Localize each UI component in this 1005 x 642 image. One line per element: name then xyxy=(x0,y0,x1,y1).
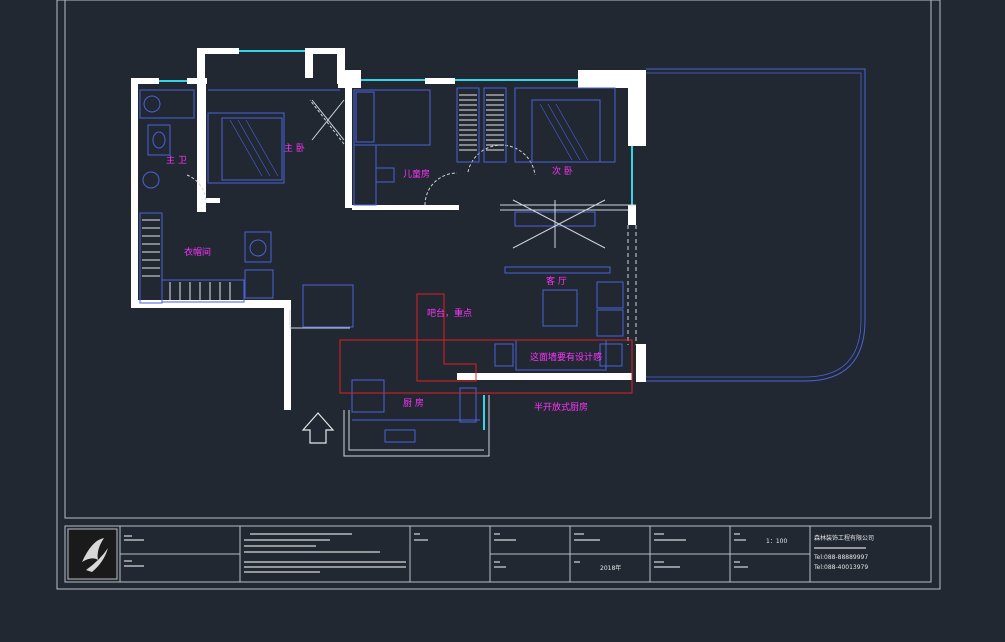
room-label-second-bedroom: 次 卧 xyxy=(552,165,573,177)
annotation-open-kitchen: 半开放式厨房 xyxy=(534,401,588,413)
annotation-bar-focus: 吧台，重点 xyxy=(427,307,472,319)
room-label-kitchen: 厨 房 xyxy=(403,397,424,409)
furniture xyxy=(139,87,624,443)
inner-frame xyxy=(64,0,932,519)
title-block-date: 2018年 xyxy=(600,564,621,572)
title-block-scale: 1：100 xyxy=(766,538,787,545)
annotation-wall-design: 这面墙要有设计感 xyxy=(530,351,602,363)
title-block-company: 森林装饰工程有限公司 xyxy=(814,534,874,542)
room-label-kids-room: 儿童房 xyxy=(403,168,430,180)
room-label-closet: 衣帽间 xyxy=(184,246,211,258)
wardrobe-hatch xyxy=(142,94,504,300)
title-block-phone-1: Tel:088-88889997 xyxy=(813,554,868,561)
outer-frame xyxy=(56,0,941,590)
title-block-phone-2: Tel:088-40013979 xyxy=(813,564,868,571)
title-block: 1：100 2018年 森林装饰工程有限公司 Tel:088-88889997 … xyxy=(64,525,932,583)
red-markup xyxy=(339,293,633,394)
room-label-master-bath: 主 卫 xyxy=(166,154,187,166)
floor-plan: 主 卫 主 卧 儿童房 次 卧 衣帽间 客 厅 厨 房 吧台，重点 这面墙要有设… xyxy=(131,48,866,457)
room-label-living-room: 客 厅 xyxy=(546,275,567,287)
entrance-arrow xyxy=(301,412,335,444)
interior-lines xyxy=(289,204,636,457)
windows xyxy=(159,50,633,430)
room-label-master-bedroom: 主 卧 xyxy=(284,142,305,154)
walls xyxy=(131,48,646,410)
balcony-outline xyxy=(646,68,866,382)
